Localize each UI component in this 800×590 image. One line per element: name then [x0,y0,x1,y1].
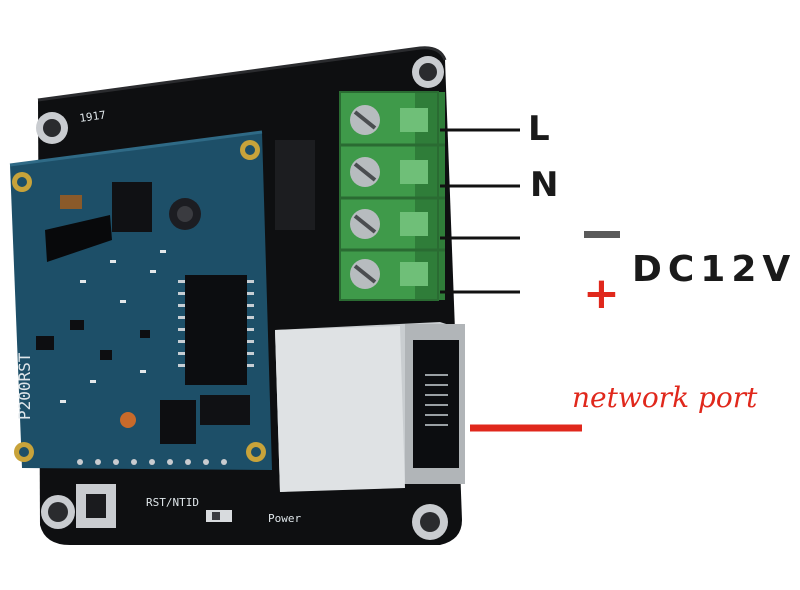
screw-minus [350,209,380,239]
mounting-hole-top-right [412,56,444,88]
label-line: L [528,109,550,149]
date-code: 1917 [79,108,107,125]
screw-plus [350,259,380,289]
module-board [10,132,272,470]
terminal-block [339,91,445,301]
mounting-hole-top-left [36,112,68,144]
label-plus: + [583,268,620,319]
label-dc-voltage: DC12V [632,249,797,290]
mounting-hole-bottom-left [41,495,75,529]
label-neutral: N [530,165,559,205]
label-network-port: network port [572,381,758,414]
reset-button [76,484,116,528]
leader-lines [440,128,520,294]
mounting-hole-bottom-right [412,504,448,540]
network-port [275,322,465,492]
model-silkscreen: P200RST [15,352,34,420]
power-silkscreen: Power [268,512,301,525]
flash-chip [185,275,247,385]
screw-n [350,157,380,187]
reset-silkscreen: RST/NTID [146,496,199,509]
label-minus [584,231,620,238]
screw-l [350,105,380,135]
